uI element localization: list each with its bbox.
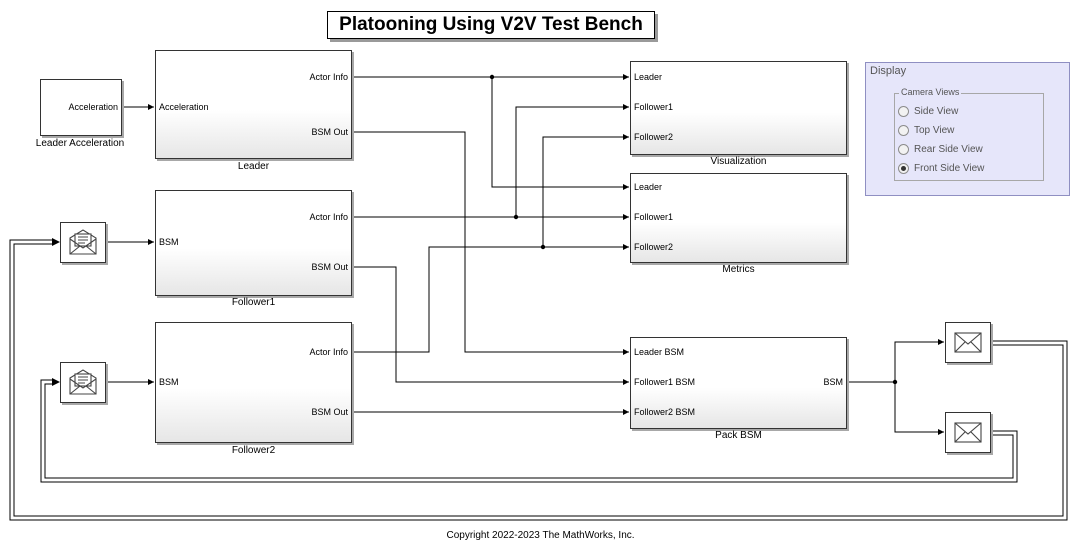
- pack-bsm-leader-port: Leader BSM: [634, 347, 685, 357]
- radio-label: Rear Side View: [914, 143, 983, 155]
- envelope-icon: [954, 332, 982, 353]
- radio-rear-side-view[interactable]: Rear Side View: [898, 142, 983, 156]
- wire-follower2-actor-info: [351, 244, 629, 353]
- envelope-open-icon: [69, 369, 97, 395]
- follower2-label: Follower2: [231, 445, 276, 456]
- message-arrowhead: [52, 378, 60, 386]
- camera-views-title: Camera Views: [899, 87, 962, 97]
- visualization-follower1-port: Follower1: [634, 102, 674, 112]
- leader-block[interactable]: Acceleration Actor Info BSM Out: [155, 50, 352, 159]
- copyright-notice: Copyright 2022-2023 The MathWorks, Inc.: [446, 530, 635, 541]
- visualization-follower2-port: Follower2: [634, 132, 674, 142]
- radio-front-side-view[interactable]: Front Side View: [898, 161, 984, 175]
- radio-button[interactable]: [898, 124, 909, 136]
- metrics-follower2-port: Follower2: [634, 242, 674, 252]
- wire-follower1-bsm-out: [351, 266, 629, 385]
- follower1-bsm-input-port: BSM: [159, 237, 179, 247]
- radio-label: Top View: [914, 124, 955, 136]
- metrics-follower1-port: Follower1: [634, 212, 674, 222]
- message-line-loop-outer: [9, 239, 1068, 521]
- leader-label: Leader: [237, 161, 270, 172]
- follower2-block[interactable]: BSM Actor Info BSM Out: [155, 322, 352, 443]
- follower1-actor-info-port: Actor Info: [309, 212, 348, 222]
- follower1-bsm-out-port: BSM Out: [311, 262, 348, 272]
- follower2-actor-info-port: Actor Info: [309, 347, 348, 357]
- message-receive-block-2[interactable]: [60, 362, 106, 403]
- message-line-loop-outer: [13, 243, 1064, 517]
- junction-dot: [513, 214, 519, 220]
- metrics-block[interactable]: Leader Follower1 Follower2: [630, 173, 847, 263]
- visualization-label: Visualization: [710, 156, 767, 167]
- pack-bsm-follower2-port: Follower2 BSM: [634, 407, 696, 417]
- wire-leader-bsm-out: [351, 131, 629, 355]
- message-line-loop-inner: [40, 379, 1018, 483]
- display-panel: Display Camera Views Side View Top View …: [865, 62, 1070, 196]
- metrics-leader-port: Leader: [634, 182, 663, 192]
- visualization-block[interactable]: Leader Follower1 Follower2: [630, 61, 847, 155]
- radio-top-view[interactable]: Top View: [898, 123, 954, 137]
- wire-pack-bsm-top: [846, 339, 944, 383]
- leader-input-port: Acceleration: [159, 102, 209, 112]
- metrics-label: Metrics: [722, 264, 755, 275]
- radio-button[interactable]: [898, 143, 909, 155]
- junction-dot: [892, 379, 898, 385]
- wire-pack-bsm-bottom: [894, 382, 944, 435]
- pack-bsm-follower1-port: Follower1 BSM: [634, 377, 696, 387]
- envelope-open-icon: [69, 229, 97, 255]
- radio-side-view[interactable]: Side View: [898, 104, 958, 118]
- radio-button[interactable]: [898, 105, 909, 117]
- follower2-bsm-out-port: BSM Out: [311, 407, 348, 417]
- message-arrowhead: [52, 238, 60, 246]
- follower1-block[interactable]: BSM Actor Info BSM Out: [155, 190, 352, 296]
- wire-follower2-actor-info-branch: [542, 134, 629, 247]
- wire-leader-actor-info-branch: [491, 77, 629, 190]
- camera-views-group: Camera Views Side View Top View Rear Sid…: [894, 87, 1044, 181]
- radio-button-selected[interactable]: [898, 162, 909, 174]
- pack-bsm-block[interactable]: Leader BSM Follower1 BSM Follower2 BSM B…: [630, 337, 847, 429]
- pack-bsm-output-port: BSM: [823, 377, 843, 387]
- display-panel-title: Display: [870, 65, 907, 77]
- junction-dot: [489, 74, 495, 80]
- radio-label: Front Side View: [914, 162, 985, 174]
- wire-follower1-actor-info-branch: [515, 104, 629, 217]
- message-line-loop-inner: [44, 383, 1014, 479]
- message-send-block-2[interactable]: [945, 412, 991, 453]
- visualization-leader-port: Leader: [634, 72, 663, 82]
- follower1-label: Follower1: [231, 297, 276, 308]
- message-send-block-1[interactable]: [945, 322, 991, 363]
- leader-acceleration-block[interactable]: Acceleration: [40, 79, 122, 136]
- follower2-bsm-input-port: BSM: [159, 377, 179, 387]
- leader-bsm-out-port: BSM Out: [311, 127, 348, 137]
- leader-actor-info-port: Actor Info: [309, 72, 348, 82]
- message-receive-block-1[interactable]: [60, 222, 106, 263]
- radio-label: Side View: [914, 105, 959, 117]
- diagram-title: Platooning Using V2V Test Bench: [327, 11, 655, 39]
- junction-dot: [540, 244, 546, 250]
- envelope-icon: [954, 422, 982, 443]
- pack-bsm-label: Pack BSM: [715, 430, 762, 441]
- leader-acceleration-output-port: Acceleration: [68, 102, 118, 112]
- leader-acceleration-label: Leader Acceleration: [35, 138, 125, 149]
